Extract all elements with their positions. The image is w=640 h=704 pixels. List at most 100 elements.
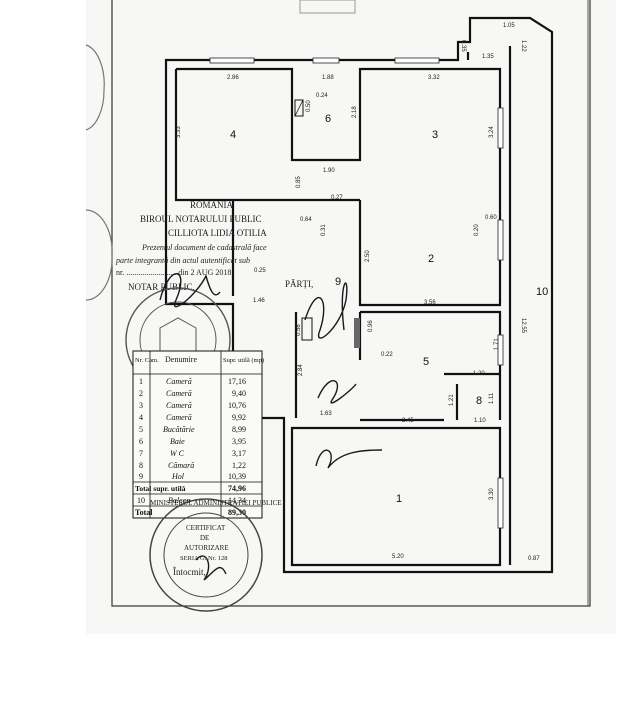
table-row-4: 4 Cameră 9,92 [139, 413, 246, 422]
duct-room5 [354, 318, 360, 348]
room-label-6: 6 [325, 113, 331, 125]
room-label-5: 5 [423, 356, 429, 368]
signature-notary [159, 273, 221, 308]
dim-3-32: 3.32 [428, 75, 440, 81]
room-label-1: 1 [396, 493, 402, 505]
table-balcon-nr: 10 [137, 496, 145, 505]
dim-1-20: 1.20 [473, 371, 485, 377]
dim-1-46: 1.46 [253, 298, 265, 304]
windows [209, 57, 504, 529]
cell-nr: 9 [139, 472, 143, 481]
cell-name: Hol [171, 472, 185, 481]
signatures [159, 273, 383, 581]
room-labels: 4 6 3 2 9 10 5 8 1 [230, 113, 548, 505]
dim-0-25: 0.25 [254, 268, 266, 274]
dim-0-64: 0.64 [300, 217, 312, 223]
page-frame [111, 0, 591, 607]
notary-line-3: CILLIOTA LIDIA OTILIA [168, 228, 267, 238]
cell-nr: 2 [139, 389, 143, 398]
certificate-text-1: CERTIFICAT [186, 524, 226, 532]
dim-1-35: 1.35 [482, 54, 494, 60]
dim-2-50: 2.50 [365, 250, 371, 262]
dim-0-22: 0.22 [381, 352, 393, 358]
table-row-8: 8 Cămară 1,22 [139, 461, 246, 470]
cell-nr: 4 [139, 413, 143, 422]
cell-nr: 8 [139, 461, 143, 470]
cell-area: 9,40 [232, 389, 246, 398]
signature-surveyor [195, 555, 227, 581]
notary-seal-emblem [159, 317, 197, 353]
dim-1-71: 1.71 [494, 338, 500, 350]
dim-0-85: 0.85 [296, 176, 302, 188]
notary-line-5: parte integrantă din actul autentificat … [115, 256, 250, 265]
dim-1-22: 1.22 [520, 40, 526, 52]
dim-5-20: 5.20 [392, 554, 404, 560]
table-total-value: 89,30 [228, 508, 246, 517]
inner-wall-room1 [290, 426, 502, 567]
dim-2-84: 2.84 [298, 364, 304, 376]
cell-area: 17,16 [228, 377, 246, 386]
dim-0-35: 0.35 [460, 40, 466, 52]
window-room6 [312, 57, 340, 64]
signature-party-2 [317, 380, 357, 404]
table-row-9: 9 Hol 10,39 [139, 472, 246, 481]
inner-wall-room5-top [360, 310, 502, 420]
dim-2-18: 2.18 [352, 106, 358, 118]
notary-line-7: NOTAR PUBLIC, [128, 282, 195, 292]
certificate-text-4: SERIA G. Nr. 128 [180, 555, 228, 562]
table-row-5: 5 Bucătărie 8,99 [139, 425, 246, 434]
window-room3-side [497, 107, 504, 149]
room-label-10: 10 [536, 286, 548, 298]
dim-1-05: 1.05 [503, 23, 515, 29]
dim-3-56: 3.56 [424, 300, 436, 306]
wc-fixture [301, 317, 313, 341]
table-row-1: 1 Cameră 17,16 [139, 377, 246, 386]
cell-nr: 5 [139, 425, 143, 434]
dim-3-30: 3.30 [489, 488, 495, 500]
table-header-nr: Nr. Cam. [135, 357, 159, 364]
table-row-6: 6 Baie 3,95 [139, 437, 246, 446]
dim-1-88: 1.88 [322, 75, 334, 81]
dim-0-24: 0.24 [316, 93, 328, 99]
cell-name: Cameră [166, 401, 192, 410]
cell-name: W C [170, 449, 185, 458]
notary-line-6: nr. ......................... din 2 AUG … [116, 268, 231, 277]
cell-area: 9,92 [232, 413, 246, 422]
table-total-util-label: Total supr. utilă [135, 484, 186, 493]
dimension-labels: 2.86 1.88 3.32 1.05 1.35 1.22 0.35 3.33 … [176, 23, 540, 562]
dim-3-33: 3.33 [176, 126, 182, 138]
cell-name: Baie [170, 437, 185, 446]
cell-name: Cameră [166, 413, 192, 422]
dim-0-58: 0.58 [296, 324, 302, 336]
certificate-text-3: AUTORIZARE [184, 544, 229, 552]
room-label-4: 4 [230, 129, 236, 141]
cell-nr: 6 [139, 437, 143, 446]
dim-2-45: 2.45 [402, 418, 414, 424]
area-table: Nr. Cam. Denumire Supr. utilă (mp) 1 Cam… [132, 350, 264, 519]
window-room1 [497, 477, 504, 529]
dim-0-50: 0.50 [306, 100, 312, 112]
cell-nr: 3 [139, 401, 143, 410]
window-room3 [394, 57, 440, 64]
dim-1-21: 1.21 [449, 394, 455, 406]
window-room4 [209, 57, 255, 64]
table-balcon-label: Balcon [168, 496, 191, 505]
cell-area: 8,99 [232, 425, 246, 434]
certificate-intocmit: Întocmit, [173, 567, 206, 577]
table-header-denumire: Denumire [165, 355, 197, 364]
table-balcon-value: 14,34 [228, 496, 246, 505]
notary-line-4: Prezentul document de cadastrală face [141, 243, 267, 252]
room-label-2: 2 [428, 253, 434, 265]
dim-1-90: 1.90 [323, 168, 335, 174]
certificate-seal: CERTIFICAT DE AUTORIZARE SERIA G. Nr. 12… [149, 498, 282, 612]
cell-area: 3,95 [232, 437, 246, 446]
left-seal-fragment-bottom [85, 209, 113, 301]
dim-0-20: 0.20 [474, 224, 480, 236]
inner-wall-top [176, 67, 502, 198]
table-row-7: 7 W C 3,17 [139, 449, 246, 458]
dim-12-55: 12.55 [520, 318, 526, 334]
table-row-3: 3 Cameră 10,76 [139, 401, 246, 410]
certificate-seal-inner [163, 512, 249, 598]
paper-sheet [86, 0, 616, 634]
